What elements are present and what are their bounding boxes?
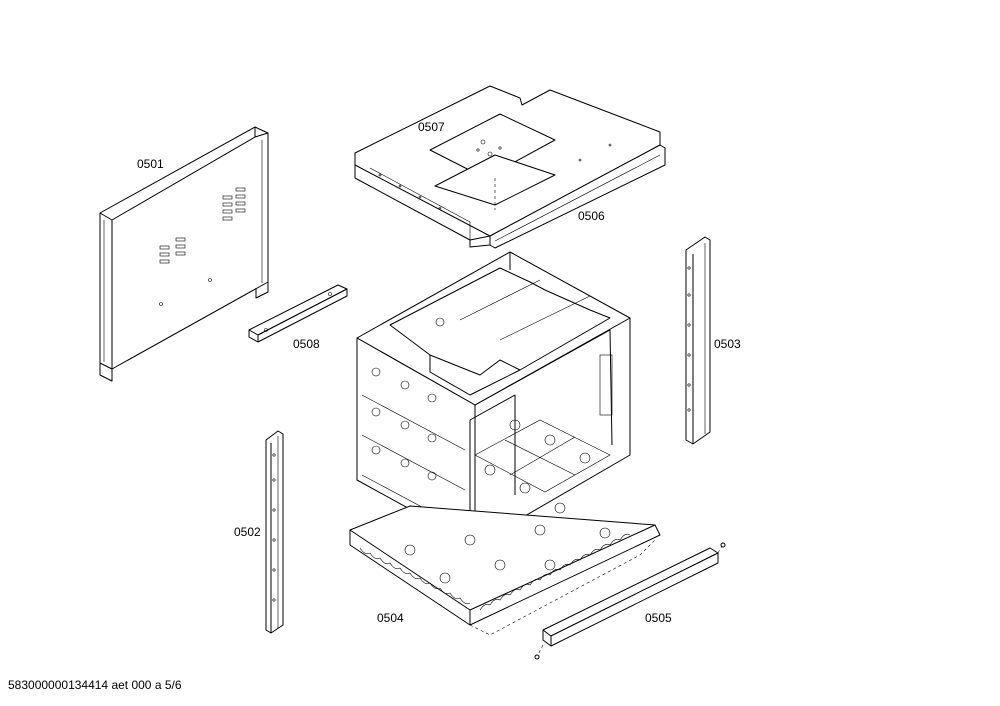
part-labels: 0501 0502 0503 0504 0505 0506 0507 0508 xyxy=(137,120,741,625)
label-0501: 0501 xyxy=(137,157,164,171)
label-0506: 0506 xyxy=(578,209,605,223)
part-0507-plate xyxy=(429,113,556,210)
part-0508-bracket xyxy=(248,284,348,343)
part-0502-left-rail xyxy=(265,430,284,634)
drawing-reference: 583000000134414 aet 000 a 5/6 xyxy=(8,678,182,692)
part-0504-bottom-tray xyxy=(349,505,661,636)
label-0505: 0505 xyxy=(645,611,672,625)
part-0503-right-rail xyxy=(685,236,711,445)
oven-cavity xyxy=(356,251,631,546)
label-0507: 0507 xyxy=(418,120,445,134)
label-0503: 0503 xyxy=(714,337,741,351)
label-0502: 0502 xyxy=(234,525,261,539)
part-0505-front-strip xyxy=(534,542,726,660)
label-0504: 0504 xyxy=(377,611,404,625)
part-0501-side-panel xyxy=(99,126,269,382)
label-0508: 0508 xyxy=(293,337,320,351)
